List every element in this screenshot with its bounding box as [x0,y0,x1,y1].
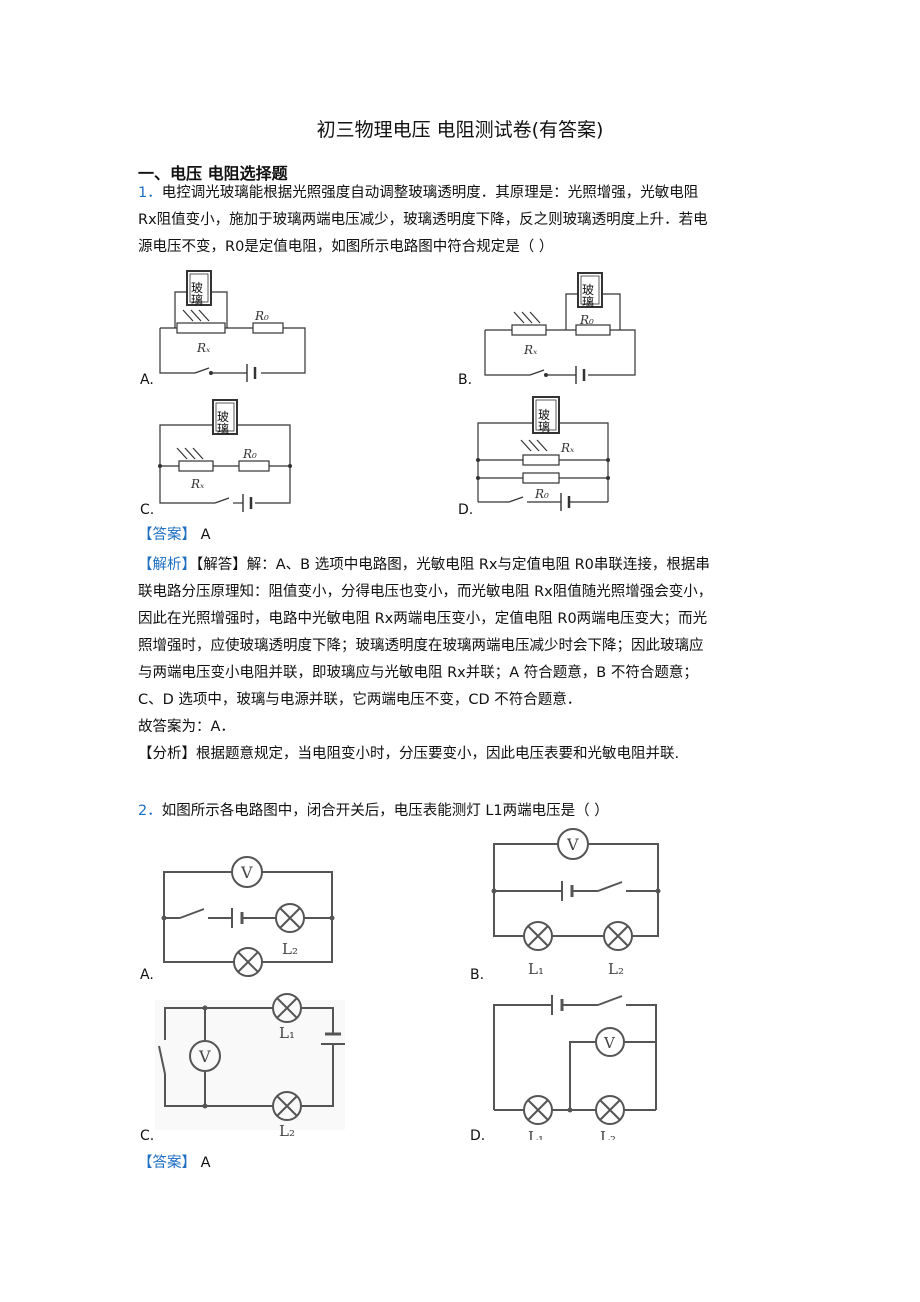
svg-text:V: V [198,1047,211,1066]
q1-circuit-a: 玻 璃 R₀ Rₓ [159,270,306,382]
q1-line-1: 1．电控调光玻璃能根据光照强度自动调整玻璃透明度．其原理是：光照增强，光敏电阻 [138,185,699,201]
q2-circuit-c-background [155,1000,345,1130]
q1-line-2: Rx阻值变小，施加于玻璃两端电压减少，玻璃透明度下降，反之则玻璃透明度上升．若电 [138,212,708,228]
q2-line: 2．如图所示各电路图中，闭合开关后，电压表能测灯 L1两端电压是（ ） [138,803,609,819]
q2-option-b: B. [470,967,485,983]
q1-analysis-line-3: 因此在光照增强时，电路中光敏电阻 Rx两端电压变小，定值电阻 R0两端电压变大；… [138,611,708,627]
q1-option-a: A. [140,372,154,388]
q1-analysis-line-1: 【解析】【解答】解：A、B 选项中电路图，光敏电阻 Rx与定值电阻 R0串联连接… [138,557,710,573]
svg-text:R₀: R₀ [242,447,257,461]
q2-option-a: A. [140,967,154,983]
q1-answer-value: A [200,527,211,543]
q1-circuit-c: 玻 璃 R₀ Rₓ [158,399,292,512]
q1-analysis-line-7: 故答案为：A． [138,719,235,735]
q1-analysis-line-5: 与两端电压变小电阻并联，即玻璃应与光敏电阻 Rx并联；A 符合题意，B 不符合题… [138,665,698,681]
svg-text:L₂: L₂ [282,940,298,958]
svg-text:L₁: L₁ [528,1128,544,1140]
svg-text:L₁: L₁ [528,960,544,978]
q1-circuit-b: 玻 璃 R₀ Rₓ [484,272,636,384]
q1-analysis-line-2: 联电路分压原理知：阻值变小，分得电压也变小，而光敏电阻 Rx阻值随光照增强会变小… [138,584,713,600]
q2-answer-value: A [200,1155,211,1171]
svg-text:R₀: R₀ [254,309,269,323]
q1-option-b: B. [458,372,473,388]
q1-answer-tag: 【答案】 [138,527,196,543]
q2-answer: 【答案】 A [138,1150,211,1177]
svg-text:璃: 璃 [538,420,550,434]
q1-analysis-line-4: 照增强时，应使玻璃透明度下降；玻璃透明度在玻璃两端电压减少时会下降；因此玻璃应 [138,638,704,654]
q1-analysis-line-8: 【分析】根据题意规定，当电阻变小时，分压要变小，因此电压表要和光敏电阻并联. [138,746,680,762]
svg-text:Rₓ: Rₓ [190,477,205,491]
svg-text:L₂: L₂ [600,1128,616,1140]
q1-answer: 【答案】 A [138,522,211,549]
svg-text:R₀: R₀ [534,487,549,501]
svg-text:Rₓ: Rₓ [560,441,575,455]
svg-text:V: V [603,1034,616,1052]
q1-option-c: C. [140,502,155,518]
q2-circuit-d: V L₁ L₂ [493,995,657,1140]
svg-text:璃: 璃 [582,295,594,309]
svg-text:璃: 璃 [217,422,229,436]
q2-number: 2． [138,803,162,819]
svg-text:V: V [566,835,579,854]
q2-circuit-c: V L₁ L₂ [158,993,345,1140]
svg-text:璃: 璃 [191,293,203,307]
svg-text:玻: 玻 [538,408,550,422]
glass-label: 玻 [191,281,203,295]
svg-text:L₂: L₂ [279,1122,295,1140]
q1-analysis-tag: 【解析】 [138,557,196,573]
q2-circuit-a: V L₂ [161,856,335,977]
q1-number: 1． [138,185,162,201]
svg-text:L₂: L₂ [608,960,624,978]
svg-text:V: V [240,863,253,882]
svg-text:Rₓ: Rₓ [523,343,538,357]
q2-option-c: C. [140,1128,155,1144]
q1-circuit-d: 玻 璃 Rₓ R₀ [476,396,610,511]
svg-text:L₁: L₁ [279,1024,295,1042]
svg-text:玻: 玻 [217,410,229,424]
svg-text:玻: 玻 [582,283,594,297]
svg-text:Rₓ: Rₓ [196,341,211,355]
q1-option-d: D. [458,502,474,518]
q1-analysis-line-6: C、D 选项中，玻璃与电源并联，它两端电压不变，CD 不符合题意． [138,692,582,708]
svg-text:R₀: R₀ [579,313,594,327]
q2-option-d: D. [470,1128,486,1144]
page-title: 初三物理电压 电阻测试卷(有答案) [316,119,604,141]
q1-line-3: 源电压不变，R0是定值电阻，如图所示电路图中符合规定是（ ） [138,239,554,255]
q2-circuit-b: V L₁ L₂ [491,828,661,978]
q2-answer-tag: 【答案】 [138,1155,196,1171]
section-heading: 一、电压 电阻选择题 [138,164,288,183]
